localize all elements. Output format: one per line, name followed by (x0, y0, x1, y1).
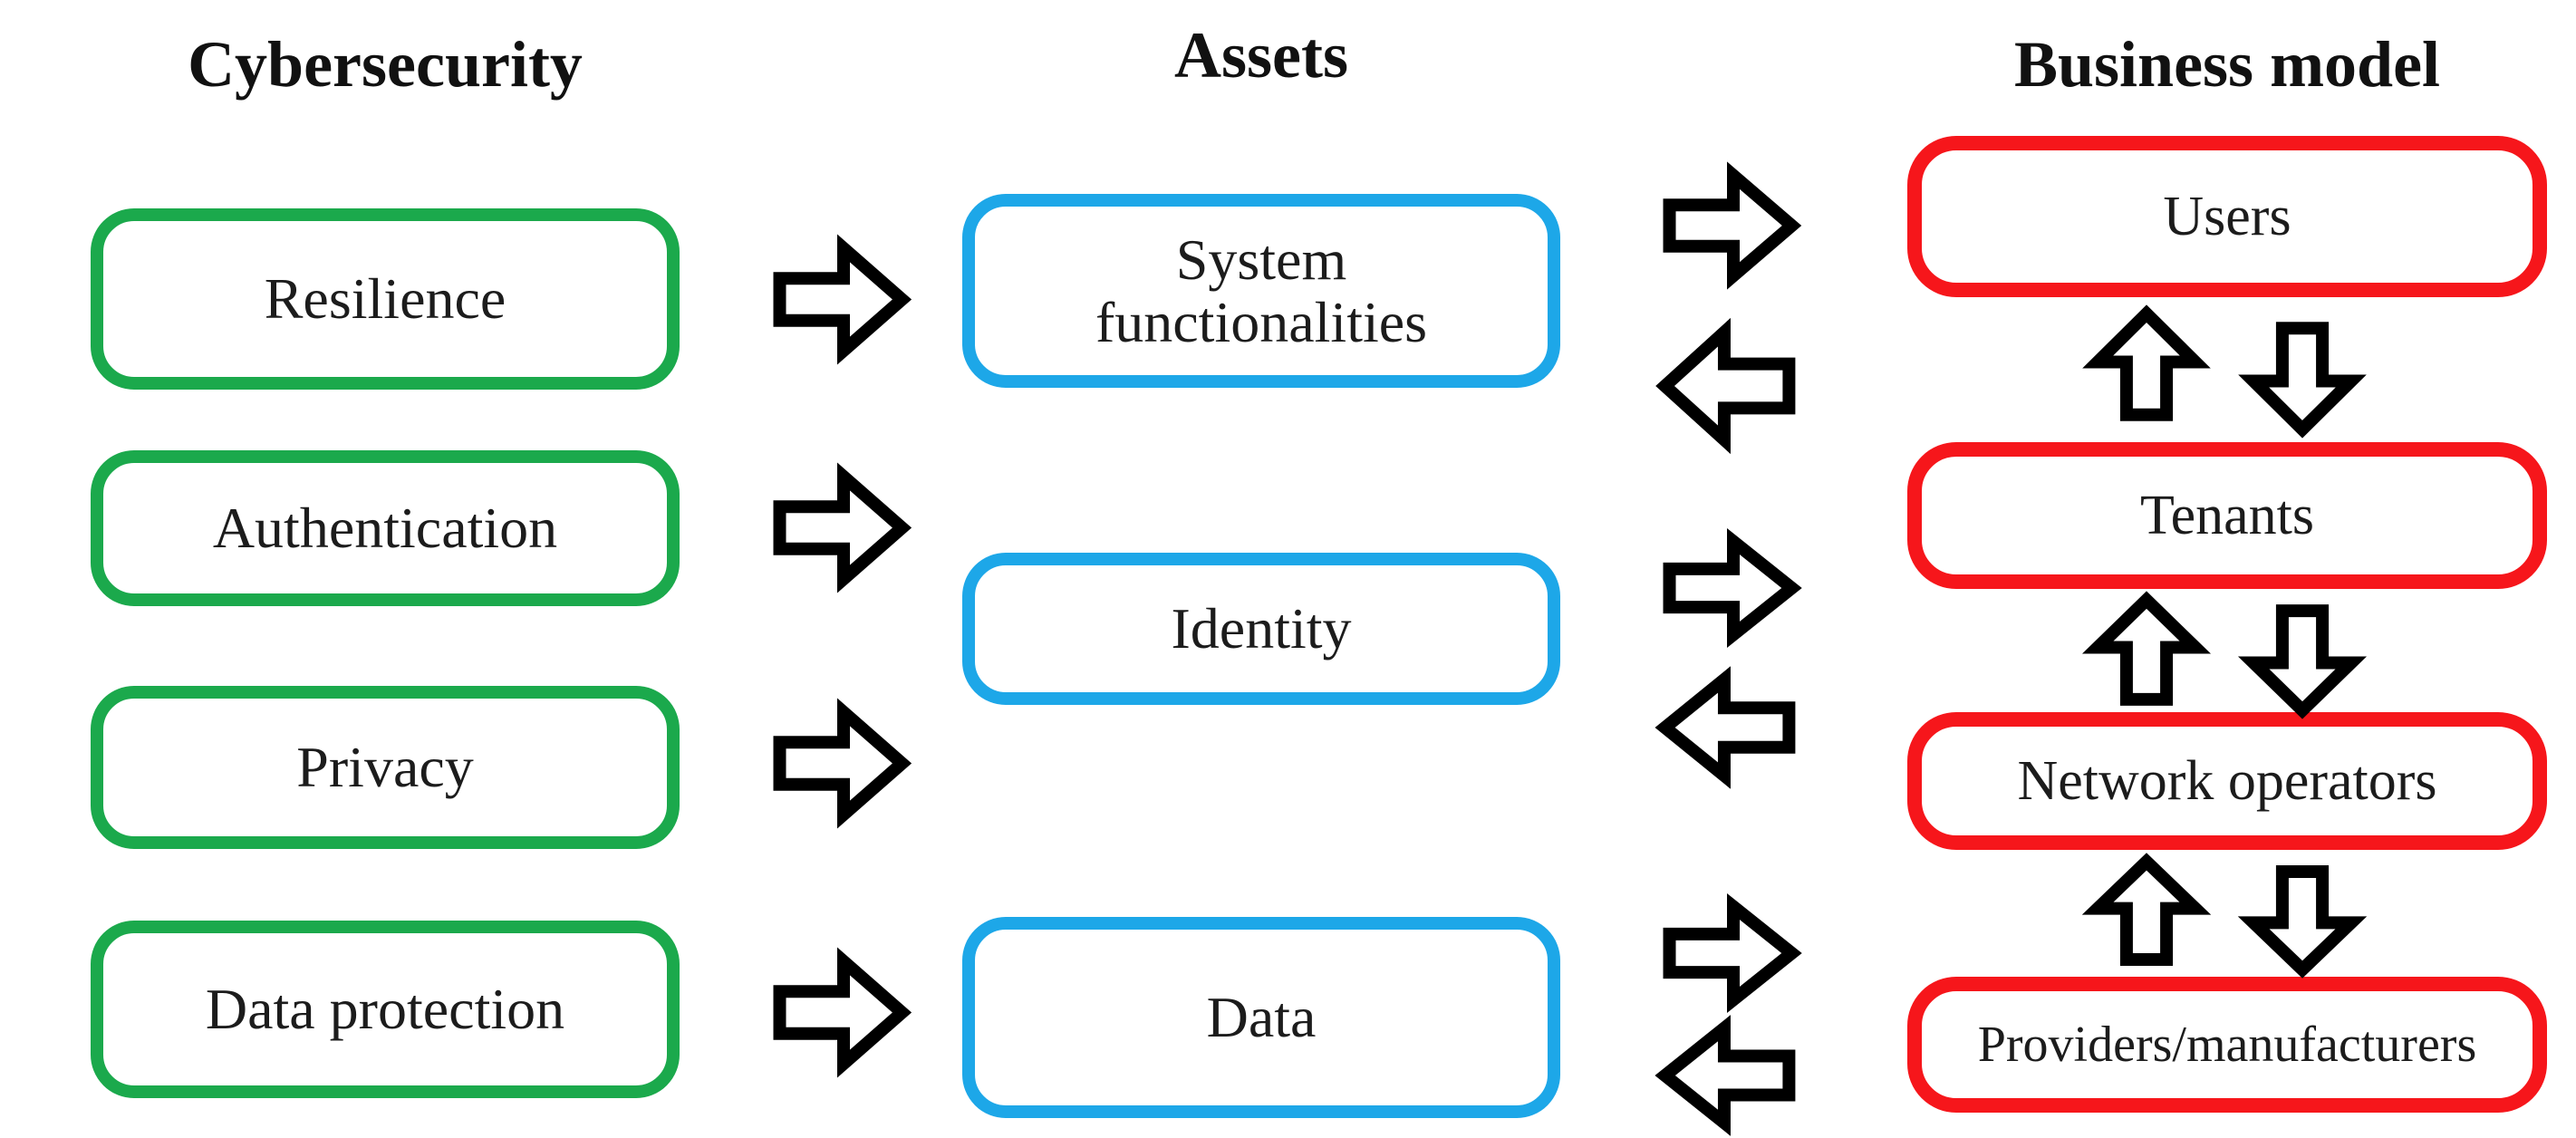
block-arrow-left-icon (1658, 1015, 1796, 1136)
column-title-business-model: Business model (2013, 28, 2441, 101)
node-privacy-label: Privacy (296, 735, 474, 800)
node-identity: Identity (962, 553, 1560, 705)
node-system-functionalities-label: System functionalities (1095, 227, 1428, 354)
block-arrow-right-icon (773, 947, 909, 1078)
node-data-label: Data (1206, 985, 1317, 1050)
node-network-operators-label: Network operators (2017, 749, 2437, 812)
node-identity-label: Identity (1171, 596, 1352, 661)
node-system-functionalities: System functionalities (962, 194, 1560, 388)
block-arrow-right-icon (1663, 893, 1799, 1013)
block-arrow-right-icon (1663, 161, 1799, 290)
node-providers-manufacturers-label: Providers/manufacturers (1977, 1016, 2477, 1073)
node-users: Users (1907, 136, 2547, 297)
node-data-protection-label: Data protection (205, 977, 565, 1042)
column-title-assets: Assets (1174, 19, 1348, 92)
node-users-label: Users (2163, 185, 2291, 247)
block-arrow-down-icon (2240, 323, 2365, 435)
block-arrow-right-icon (773, 698, 909, 829)
node-providers-manufacturers: Providers/manufacturers (1907, 977, 2547, 1113)
node-tenants-label: Tenants (2140, 484, 2314, 546)
node-tenants: Tenants (1907, 442, 2547, 589)
column-title-cybersecurity: Cybersecurity (188, 28, 583, 101)
node-resilience: Resilience (91, 208, 680, 390)
node-data: Data (962, 917, 1560, 1118)
node-privacy: Privacy (91, 686, 680, 849)
node-authentication: Authentication (91, 450, 680, 606)
block-arrow-right-icon (1663, 528, 1799, 648)
block-arrow-up-icon (2084, 856, 2209, 965)
node-authentication-label: Authentication (212, 496, 558, 561)
block-arrow-down-icon (2240, 866, 2365, 975)
block-arrow-down-icon (2240, 605, 2365, 716)
block-arrow-left-icon (1658, 317, 1796, 455)
block-arrow-left-icon (1658, 666, 1796, 789)
block-arrow-up-icon (2084, 594, 2209, 705)
block-arrow-right-icon (773, 462, 909, 593)
node-resilience-label: Resilience (264, 266, 507, 332)
block-arrow-right-icon (773, 234, 909, 365)
node-network-operators: Network operators (1907, 712, 2547, 850)
node-data-protection: Data protection (91, 921, 680, 1098)
block-arrow-up-icon (2084, 308, 2209, 420)
